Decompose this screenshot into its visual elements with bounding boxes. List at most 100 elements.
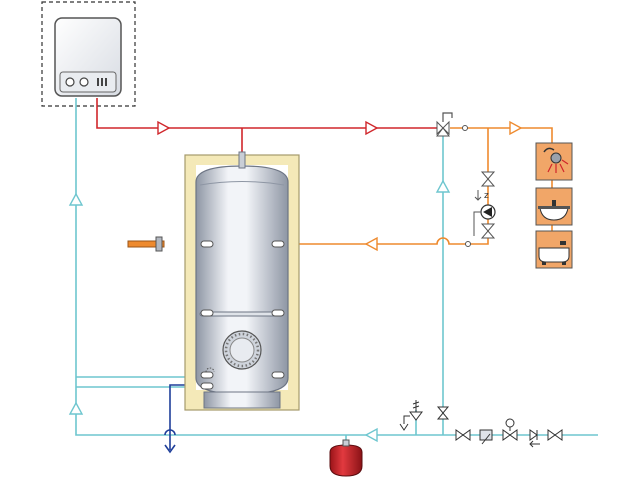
fixture-bathtub (535, 230, 573, 269)
main-gate-valve (554, 429, 563, 441)
pressure-reducer (479, 429, 493, 445)
cold-lines (75, 98, 598, 445)
expansion-vessel-neck (342, 439, 350, 447)
tank-sensor-mark (205, 367, 215, 373)
expansion-vessel (329, 439, 363, 477)
fixture-washbasin (535, 187, 573, 226)
check-valve-mark (474, 190, 482, 201)
bathtub-feet (562, 262, 566, 265)
boiler-unit (41, 1, 136, 107)
gate-valve-top (480, 171, 496, 180)
pressure-gauge (505, 418, 515, 428)
boiler-indicator (101, 78, 103, 86)
pressure-reducer-body (479, 429, 493, 441)
safety-valve (399, 400, 423, 431)
boiler-flow-line (96, 98, 438, 129)
check-valve-arrow (529, 440, 540, 448)
inlet-fittings (399, 400, 563, 448)
isolation-valve (436, 412, 450, 420)
tank-base (203, 391, 281, 409)
shower-icon (543, 147, 555, 153)
main-gate-valve (547, 429, 556, 441)
bathtub-tap (560, 241, 566, 245)
storage-tank (184, 151, 300, 411)
tank-port (200, 240, 214, 248)
safety-valve-discharge (403, 415, 410, 424)
flow-arrow-left (364, 427, 378, 443)
tank-top-seam (199, 181, 285, 186)
return-junction (465, 241, 471, 247)
hot-flow-arrows (157, 120, 379, 136)
flow-arrow-left (364, 236, 378, 252)
bathtub-feet (542, 262, 546, 265)
circulation-pump-arrow (483, 207, 492, 217)
gate-valve-bottom (480, 223, 496, 232)
safety-valve-outlet (399, 423, 409, 431)
flow-arrow-up (68, 192, 84, 206)
flow-arrow-up (68, 401, 84, 415)
mixing-valve-left (436, 120, 444, 136)
check-valve (529, 429, 540, 448)
shower-spray (547, 159, 569, 173)
tank-port (271, 309, 285, 317)
boiler-indicator (105, 78, 107, 86)
tank-port (271, 240, 285, 248)
dhw-flow-arrows (364, 120, 523, 252)
check-valve-symbol: z (484, 191, 489, 201)
pressure-gauge-valve (502, 418, 518, 441)
pump-sensor-link (473, 211, 481, 236)
circulation-return-line (290, 237, 468, 245)
flange-bolts (224, 332, 260, 368)
fixtures (535, 142, 573, 269)
mixing-valve (436, 112, 468, 137)
boiler-dial-2 (79, 77, 89, 87)
dhw-lines (290, 127, 553, 266)
isolation-valve (436, 406, 450, 414)
gauge-valve-body (509, 429, 518, 441)
tank-port (200, 309, 214, 317)
flow-arrow-right (365, 120, 379, 136)
tank-port (271, 371, 285, 379)
mixing-valve-right (442, 120, 450, 136)
cold-flow-arrows (68, 179, 451, 443)
mixing-valve-outlet (462, 125, 468, 131)
shower-head (550, 152, 562, 164)
flow-arrow-right (157, 120, 171, 136)
circulation-branch (468, 128, 489, 245)
heater-head (155, 236, 163, 252)
pressure-reducer-mark (481, 433, 491, 445)
fixture-shower (535, 142, 573, 181)
washbasin-tap (552, 200, 556, 208)
inlet-gate-valve (462, 429, 471, 441)
gauge-valve-body (502, 429, 511, 441)
tank-port (200, 371, 214, 379)
circulation-components: z (465, 171, 496, 247)
tank-ports (200, 240, 285, 390)
washbasin-counter (538, 206, 570, 209)
bathtub-icon (538, 247, 570, 263)
expansion-vessel-icon (329, 444, 363, 477)
flow-arrow-right (509, 120, 523, 136)
mixing-valve-bottom (436, 127, 450, 137)
flow-arrow-up (435, 179, 451, 193)
gate-valve-top (480, 178, 496, 187)
drain-outlet (164, 444, 176, 454)
gate-valve-bottom (480, 230, 496, 239)
safety-valve-body (409, 411, 423, 421)
inspection-flange (222, 330, 262, 370)
boiler-indicator (97, 78, 99, 86)
flange-inner (229, 337, 255, 363)
tank-top-nozzle (238, 151, 246, 169)
tank-port (200, 382, 214, 390)
electric-heater (127, 236, 165, 252)
boiler-return-line (75, 98, 420, 436)
hot-lines (96, 98, 438, 157)
inlet-gate-valve (455, 429, 464, 441)
mixing-valve-actuator (442, 112, 453, 122)
check-valve-body (529, 429, 538, 441)
drain-crossover (164, 429, 176, 436)
washbasin-icon (539, 207, 569, 221)
safety-valve-spring (412, 400, 420, 412)
